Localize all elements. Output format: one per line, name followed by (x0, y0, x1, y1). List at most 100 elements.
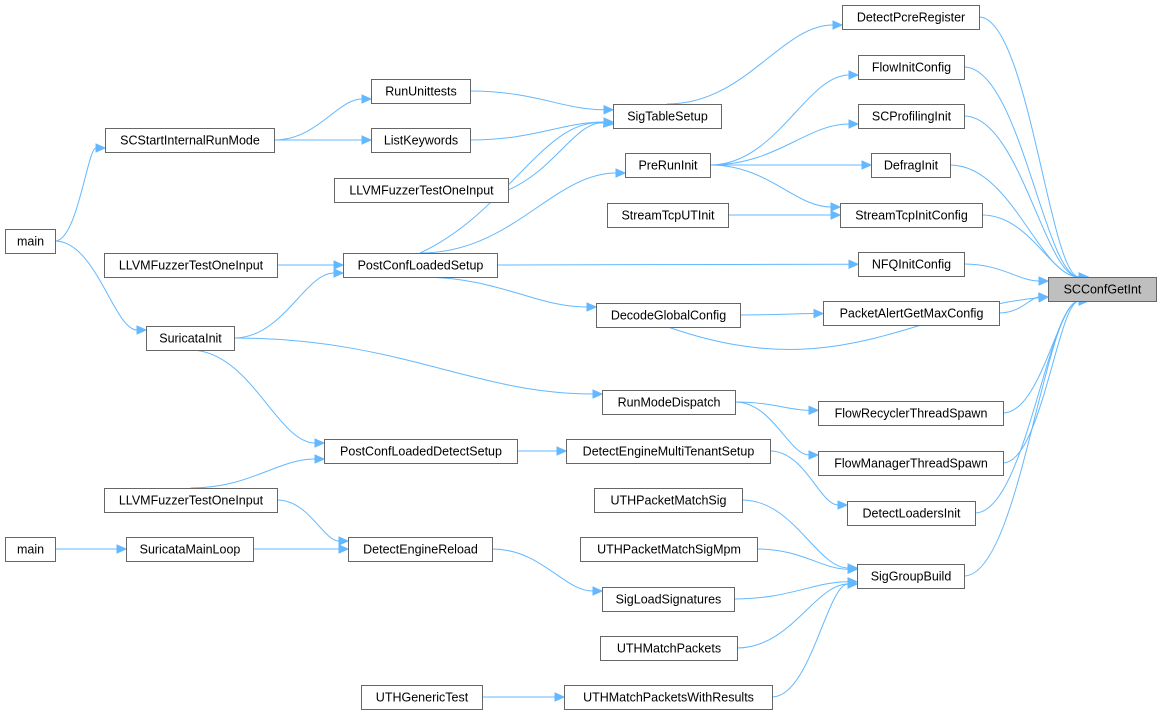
node-label: SCConfGetInt (1064, 283, 1142, 297)
arrowhead-icon (361, 135, 373, 145)
node-uthpacketmatchsigmpm[interactable]: UTHPacketMatchSigMpm (580, 537, 758, 562)
node-label: DefragInit (884, 159, 939, 173)
edge-flowmanagerthreadspawn-to-scconfgetint (1002, 300, 1080, 464)
node-runmodedispatch[interactable]: RunModeDispatch (602, 390, 736, 415)
node-label: SuricataMainLoop (140, 543, 241, 557)
node-sigloadsignatures[interactable]: SigLoadSignatures (602, 587, 735, 612)
node-box (857, 564, 965, 589)
node-postconfloadeddetectsetup[interactable]: PostConfLoadedDetectSetup (324, 439, 518, 464)
node-label: PreRunInit (638, 159, 698, 173)
edge-llvmfuzzertestoneinput_3-to-postconfloadeddetectsetup (190, 458, 316, 489)
node-box (600, 636, 738, 661)
arrowhead-icon (314, 454, 326, 464)
node-label: LLVMFuzzerTestOneInput (349, 184, 494, 198)
node-label: ListKeywords (384, 134, 458, 148)
edge-flowinitconfig-to-scconfgetint (963, 66, 1080, 278)
node-box (104, 488, 278, 513)
node-suricatainit[interactable]: SuricataInit (146, 326, 235, 351)
node-box (580, 537, 758, 562)
arrowhead-icon (848, 119, 860, 129)
node-box (564, 685, 773, 710)
node-uthpacketmatchsig[interactable]: UTHPacketMatchSig (594, 488, 743, 513)
arrowhead-icon (338, 536, 350, 546)
node-label: PostConfLoadedSetup (358, 259, 484, 273)
arrowhead-icon (603, 118, 615, 128)
node-uthgenerictest[interactable]: UTHGenericTest (361, 685, 483, 710)
node-flowrecyclerthreadspawn[interactable]: FlowRecyclerThreadSpawn (818, 401, 1004, 426)
arrowhead-icon (361, 94, 373, 104)
arrowhead-icon (861, 160, 873, 170)
arrowhead-icon (1038, 293, 1050, 303)
node-llvmfuzzertestoneinput-3[interactable]: LLVMFuzzerTestOneInput (104, 488, 278, 513)
node-siggroupbuild[interactable]: SigGroupBuild (857, 564, 965, 589)
node-flowmanagerthreadspawn[interactable]: FlowManagerThreadSpawn (818, 451, 1004, 476)
node-label: PostConfLoadedDetectSetup (340, 445, 502, 459)
edge-uthmatchpackets-to-siggroupbuild (736, 583, 849, 649)
node-label: SCStartInternalRunMode (120, 134, 260, 148)
node-main-1[interactable]: main (5, 229, 56, 254)
arrowhead-icon (95, 143, 107, 153)
arrowhead-icon (848, 70, 860, 80)
arrowhead-icon (592, 389, 604, 399)
arrowhead-icon (554, 692, 566, 702)
node-decodeglobalconfig[interactable]: DecodeGlobalConfig (596, 303, 741, 328)
node-defraginit[interactable]: DefragInit (871, 153, 951, 178)
node-rununittests[interactable]: RunUnittests (371, 79, 471, 104)
node-label: DetectEngineReload (363, 543, 478, 557)
node-box (818, 401, 1004, 426)
node-label: DetectPcreRegister (857, 11, 965, 25)
edge-detectenginereload-to-sigloadsignatures (491, 548, 594, 592)
node-label: StreamTcpInitConfig (855, 209, 968, 223)
node-detectpcreregister[interactable]: DetectPcreRegister (842, 5, 980, 30)
node-uthmatchpackets[interactable]: UTHMatchPackets (600, 636, 738, 661)
node-streamtcpinitconfig[interactable]: StreamTcpInitConfig (840, 203, 983, 228)
node-flowinitconfig[interactable]: FlowInitConfig (858, 55, 965, 80)
node-nfqinitconfig[interactable]: NFQInitConfig (858, 252, 965, 277)
edge-llvmfuzzertestoneinput_1-to-sigtablesetup (507, 122, 605, 191)
node-label: SCProfilingInit (872, 110, 952, 124)
node-box (625, 153, 711, 178)
node-main-2[interactable]: main (5, 537, 56, 562)
edge-uthmatchpacketswithresults-to-siggroupbuild (771, 583, 849, 698)
node-packetalertgetmaxconfig[interactable]: PacketAlertGetMaxConfig (823, 301, 1000, 326)
node-label: UTHPacketMatchSig (610, 494, 726, 508)
node-llvmfuzzertestoneinput-2[interactable]: LLVMFuzzerTestOneInput (104, 253, 278, 278)
node-box (371, 128, 471, 153)
node-listkeywords[interactable]: ListKeywords (371, 128, 471, 153)
node-scconfgetint[interactable]: SCConfGetInt (1048, 277, 1157, 302)
node-detectloadersinit[interactable]: DetectLoadersInit (847, 501, 976, 526)
node-detectenginemultitenantsetup[interactable]: DetectEngineMultiTenantSetup (566, 439, 771, 464)
node-uthmatchpacketswithresults[interactable]: UTHMatchPacketsWithResults (564, 685, 773, 710)
node-llvmfuzzertestoneinput-1[interactable]: LLVMFuzzerTestOneInput (334, 178, 509, 203)
node-box (858, 104, 965, 129)
node-box (596, 303, 741, 328)
node-postconfloadedsetup[interactable]: PostConfLoadedSetup (343, 253, 498, 278)
node-label: RunUnittests (385, 85, 457, 99)
edge-detectpcreregister-to-scconfgetint (978, 16, 1080, 278)
node-label: SigTableSetup (627, 110, 708, 124)
node-suricatamainloop[interactable]: SuricataMainLoop (126, 537, 254, 562)
node-label: LLVMFuzzerTestOneInput (119, 259, 264, 273)
node-label: UTHGenericTest (376, 691, 469, 705)
edge-sigtablesetup-to-detectpcreregister (666, 24, 834, 105)
arrowhead-icon (847, 564, 859, 575)
node-scstartinternalrunmode[interactable]: SCStartInternalRunMode (105, 128, 275, 153)
edge-preruninit-to-scprofilinginit (709, 123, 850, 166)
edge-runmodedispatch-to-flowrecyclerthreadspawn (734, 401, 810, 411)
node-box (348, 537, 493, 562)
arrowhead-icon (830, 210, 842, 220)
arrowhead-icon (333, 260, 345, 270)
node-label: SigGroupBuild (871, 570, 952, 584)
node-box (842, 5, 980, 30)
edge-postconfloadedsetup-to-nfqinitconfig (496, 263, 850, 266)
edge-main_1-to-scstartinternalrunmode (54, 147, 97, 242)
arrowhead-icon (615, 168, 627, 178)
node-detectenginereload[interactable]: DetectEngineReload (348, 537, 493, 562)
node-preruninit[interactable]: PreRunInit (625, 153, 711, 178)
edge-packetalertgetmaxconfig-to-scconfgetint (998, 296, 1040, 314)
edge-main_1-to-suricatainit (54, 240, 138, 331)
node-sigtablesetup[interactable]: SigTableSetup (613, 104, 722, 129)
node-scprofilinginit[interactable]: SCProfilingInit (858, 104, 965, 129)
node-streamtcputinit[interactable]: StreamTcpUTInit (607, 203, 729, 228)
